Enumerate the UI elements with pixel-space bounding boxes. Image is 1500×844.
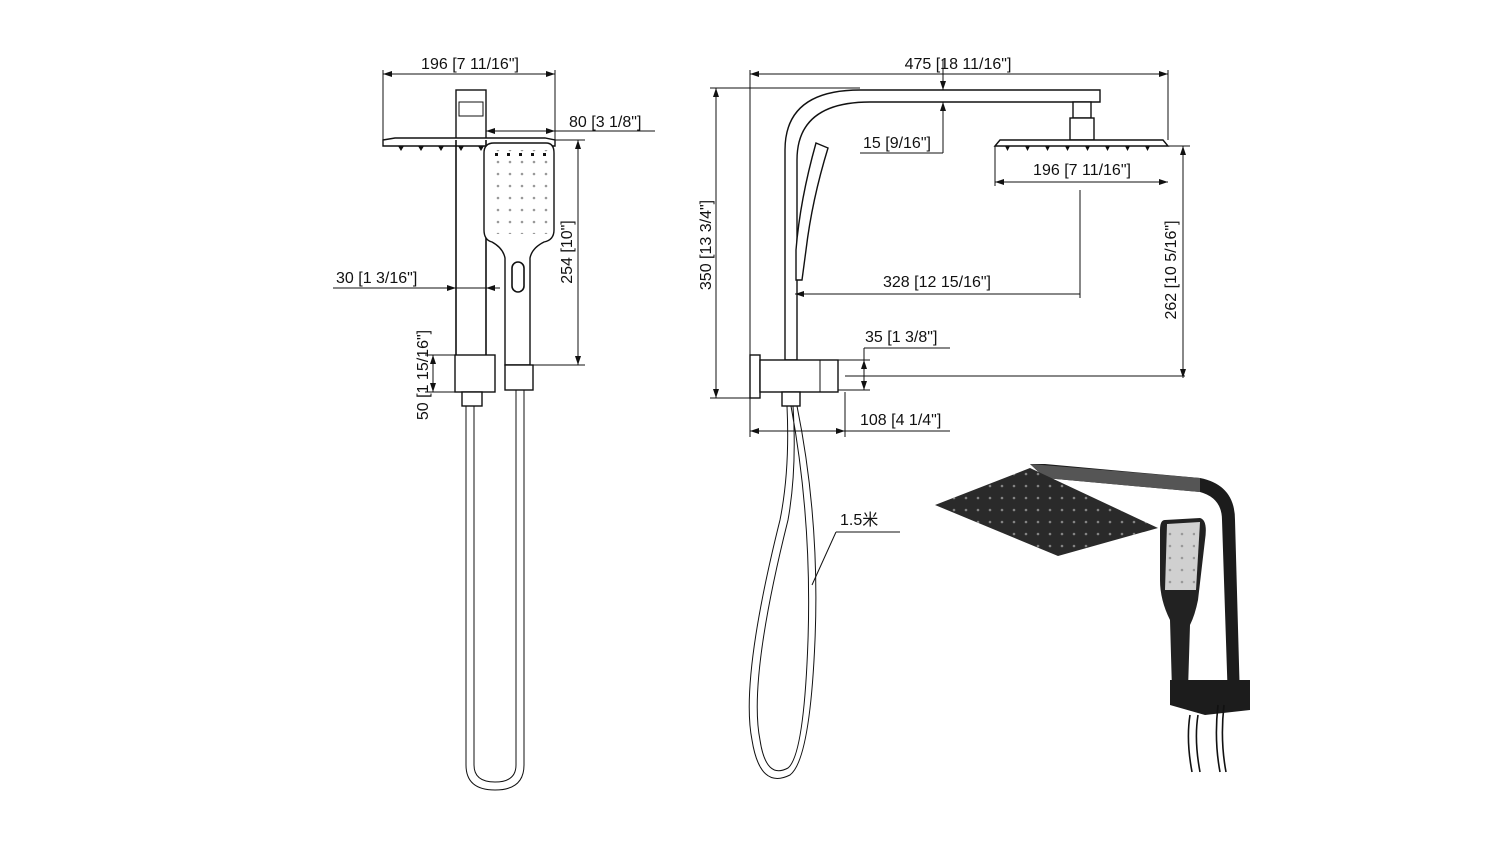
hose-length-label: 1.5米	[840, 511, 878, 529]
side-head-width-label: 196 [7 11/16"]	[1033, 162, 1131, 179]
shower-head-side	[993, 139, 1170, 147]
outlet-height-label: 35 [1 3/8"]	[865, 329, 937, 346]
product-photo	[935, 464, 1250, 773]
hose-side	[748, 405, 817, 779]
head-height-label: 262 [10 5/16"]	[1163, 220, 1180, 319]
hand-shower-side	[795, 142, 829, 281]
front-head-width-label: 196 [7 11/16"]	[421, 56, 519, 73]
head-drop-label: 15 [9/16"]	[863, 135, 931, 152]
front-view: 196 [7 11/16"] 80 [3 1/8"] 254 [10"] 30 …	[333, 56, 655, 791]
rail-width-label: 30 [1 3/16"]	[336, 270, 417, 287]
wall-plate	[749, 354, 761, 399]
hose-front	[465, 390, 525, 791]
overall-width-label: 475 [18 11/16"]	[905, 56, 1012, 73]
hand-shower-button	[511, 261, 525, 293]
wall-bracket-front	[454, 354, 496, 393]
arm-reach-label: 328 [12 15/16"]	[883, 274, 991, 291]
side-view: 475 [18 11/16"] 350 [13 3/4"] 15 [9/16"]…	[698, 56, 1190, 779]
shower-arm	[784, 89, 1101, 361]
wall-bracket-side	[759, 359, 839, 393]
arm-connector	[455, 89, 487, 141]
overall-height-label: 350 [13 3/4"]	[698, 200, 715, 290]
bracket-height-label: 50 [1 15/16"]	[415, 330, 432, 420]
hand-offset-label: 80 [3 1/8"]	[569, 114, 641, 131]
bracket-depth-label: 108 [4 1/4"]	[860, 412, 941, 429]
hand-holder	[504, 364, 534, 391]
hand-length-label: 254 [10"]	[559, 220, 576, 284]
